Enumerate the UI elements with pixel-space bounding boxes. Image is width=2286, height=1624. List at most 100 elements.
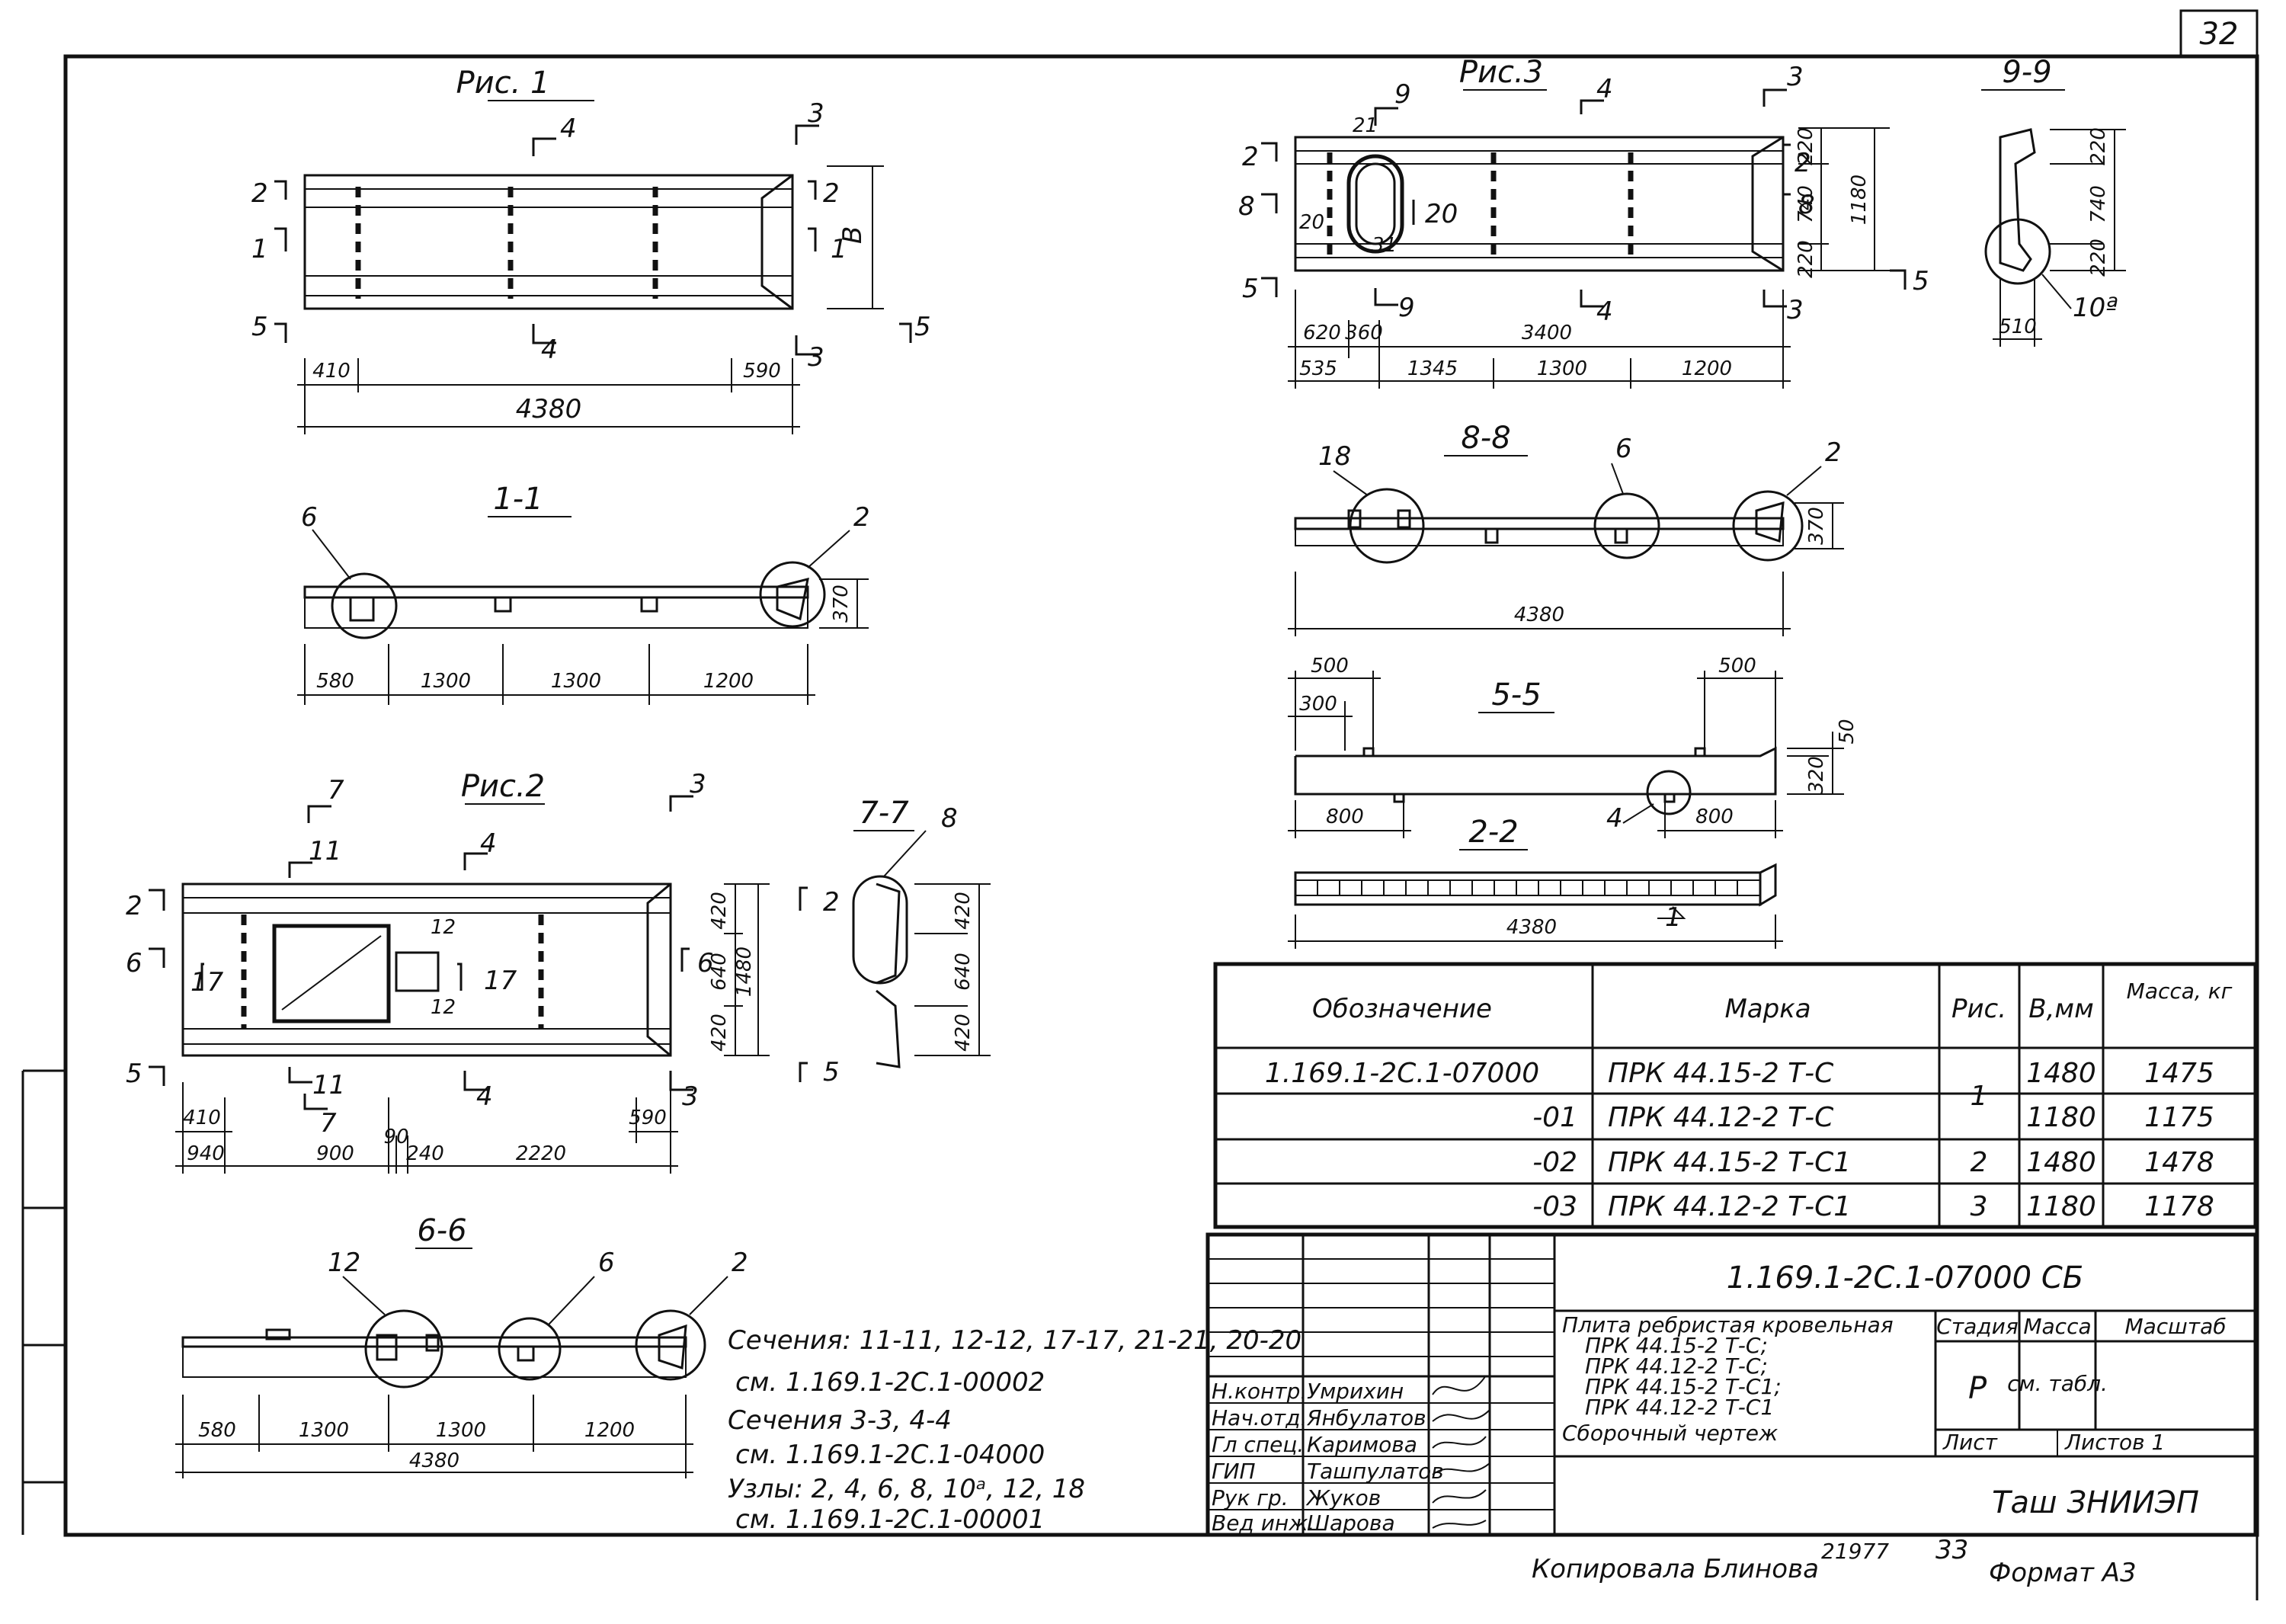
svg-text:18: 18 [1318,441,1351,472]
svg-text:220: 220 [2087,239,2110,277]
spec-header-mass: Масса, кг [2127,979,2233,1004]
svg-text:-01: -01 [1532,1102,1577,1133]
svg-text:1-1: 1-1 [493,482,543,517]
svg-text:8: 8 [941,803,958,834]
svg-text:1178: 1178 [2144,1191,2214,1222]
svg-text:940: 940 [187,1142,225,1165]
svg-text:Каримова: Каримова [1307,1432,1417,1457]
svg-text:12: 12 [431,996,456,1019]
svg-text:640: 640 [952,953,975,991]
sheets-label: Листов 1 [2064,1430,2165,1455]
svg-text:800: 800 [1695,806,1734,828]
svg-text:1: 1 [251,234,268,264]
svg-text:500: 500 [1311,655,1349,677]
svg-text:2: 2 [1825,437,1842,468]
svg-text:Умрихин: Умрихин [1307,1379,1404,1404]
svg-text:ПРК 44.12-2 Т-С1: ПРК 44.12-2 Т-С1 [1608,1191,1851,1222]
svg-text:5-5: 5-5 [1491,677,1541,713]
svg-text:ПРК 44.15-2 Т-С: ПРК 44.15-2 Т-С [1608,1058,1834,1089]
svg-text:Жуков: Жуков [1305,1485,1381,1510]
svg-text:360: 360 [1345,322,1383,344]
svg-text:2220: 2220 [516,1142,566,1165]
svg-text:Рук гр.: Рук гр. [1212,1485,1289,1510]
svg-text:1300: 1300 [299,1419,349,1442]
svg-text:7: 7 [328,775,344,806]
svg-text:1200: 1200 [584,1419,635,1442]
section-6-6: 6-6 12 6 2 580 1300 1300 1200 4380 [175,1213,748,1478]
svg-text:1175: 1175 [2144,1102,2214,1133]
doc-code: 1.169.1-2С.1-07000 СБ [1727,1260,2083,1296]
svg-text:6: 6 [126,948,142,979]
svg-text:Нач.отд.: Нач.отд. [1212,1405,1307,1430]
svg-text:-03: -03 [1532,1191,1577,1222]
svg-text:1180: 1180 [1848,175,1871,225]
svg-text:3: 3 [808,98,824,129]
copied-by: Копировала Блинова [1532,1554,1819,1584]
svg-text:4380: 4380 [1514,604,1564,626]
organization: Таш ЗНИИЭП [1992,1485,2199,1520]
spec-row-1: -01 ПРК 44.12-2 Т-С 1180 1175 [1532,1102,2214,1133]
footer: Копировала Блинова 21977 33 Формат А3 [1532,1535,2137,1588]
svg-text:1478: 1478 [2144,1147,2214,1178]
mass-value: см. табл. [2007,1371,2108,1396]
svg-text:4380: 4380 [409,1449,459,1472]
svg-text:см. 1.169.1-2С.1-00001: см. 1.169.1-2С.1-00001 [735,1504,1045,1535]
svg-text:1: 1 [1971,1081,1988,1112]
name-line-0: Плита ребристая кровельная [1562,1312,1894,1337]
svg-text:9: 9 [1394,79,1411,110]
svg-text:420: 420 [952,1014,975,1052]
svg-text:17: 17 [484,966,517,996]
svg-text:1300: 1300 [421,670,471,693]
svg-text:5: 5 [823,1057,840,1087]
inventory-number: 21977 [1821,1539,1889,1564]
svg-text:11: 11 [309,836,341,866]
svg-text:2: 2 [823,887,840,918]
svg-text:410: 410 [183,1107,221,1129]
svg-text:8: 8 [1238,191,1255,222]
svg-text:Н.контр.: Н.контр. [1212,1379,1307,1404]
svg-text:3: 3 [1787,62,1804,92]
name-line-4: ПРК 44.12-2 Т-С1 [1585,1395,1774,1420]
svg-text:ГИП: ГИП [1212,1459,1256,1484]
svg-text:1300: 1300 [551,670,601,693]
svg-text:370: 370 [1805,507,1828,545]
svg-text:4: 4 [541,335,558,365]
svg-text:5: 5 [1913,266,1929,296]
svg-text:2: 2 [1242,142,1259,172]
svg-text:1180: 1180 [2026,1191,2096,1222]
svg-text:4380: 4380 [516,394,582,424]
svg-text:1: 1 [831,234,847,264]
svg-text:-02: -02 [1532,1147,1577,1178]
svg-text:2: 2 [853,502,870,533]
svg-text:6: 6 [598,1248,615,1278]
svg-text:Сечения: 11-11, 12-12, 17-17,: Сечения: 11-11, 12-12, 17-17, 21-21, 20-… [728,1325,1301,1356]
svg-text:4380: 4380 [1506,916,1557,939]
section-1-1: 1-1 6 2 370 580 1300 1300 1200 [297,482,870,705]
svg-text:Сечения 3-3, 4-4: Сечения 3-3, 4-4 [728,1405,952,1436]
svg-text:800: 800 [1326,806,1364,828]
svg-text:1480: 1480 [733,947,756,997]
svg-text:1480: 1480 [2026,1147,2096,1178]
svg-text:1200: 1200 [1682,357,1732,380]
figure-2: Рис.2 7 3 11 4 2 6 5 12 12 17 17 2 6 5 [126,769,840,1174]
svg-text:410: 410 [312,360,351,383]
svg-text:580: 580 [198,1419,236,1442]
svg-text:500: 500 [1718,655,1756,677]
svg-text:3: 3 [690,769,706,799]
svg-text:1345: 1345 [1407,357,1458,380]
name-line-1: ПРК 44.15-2 Т-С; [1585,1333,1768,1358]
svg-text:4: 4 [1606,803,1623,834]
sheet-label: Лист [1942,1430,1998,1455]
svg-text:31: 31 [1372,234,1397,257]
figure-1: Рис. 1 4 3 2 1 5 4 3 2 1 5 В [251,66,931,434]
svg-text:5: 5 [251,312,268,342]
svg-text:17: 17 [190,967,224,998]
mass-label: Масса [2023,1314,2091,1339]
svg-text:Гл спец.: Гл спец. [1212,1432,1304,1457]
svg-text:ПРК 44.15-2 Т-С1: ПРК 44.15-2 Т-С1 [1608,1147,1851,1178]
spec-header-fig: Рис. [1951,994,2006,1024]
svg-text:420: 420 [952,892,975,930]
section-9-9: 9-9 220 740 220 510 10ª [1981,55,2126,347]
svg-text:см. 1.169.1-2С.1-00002: см. 1.169.1-2С.1-00002 [735,1367,1045,1398]
